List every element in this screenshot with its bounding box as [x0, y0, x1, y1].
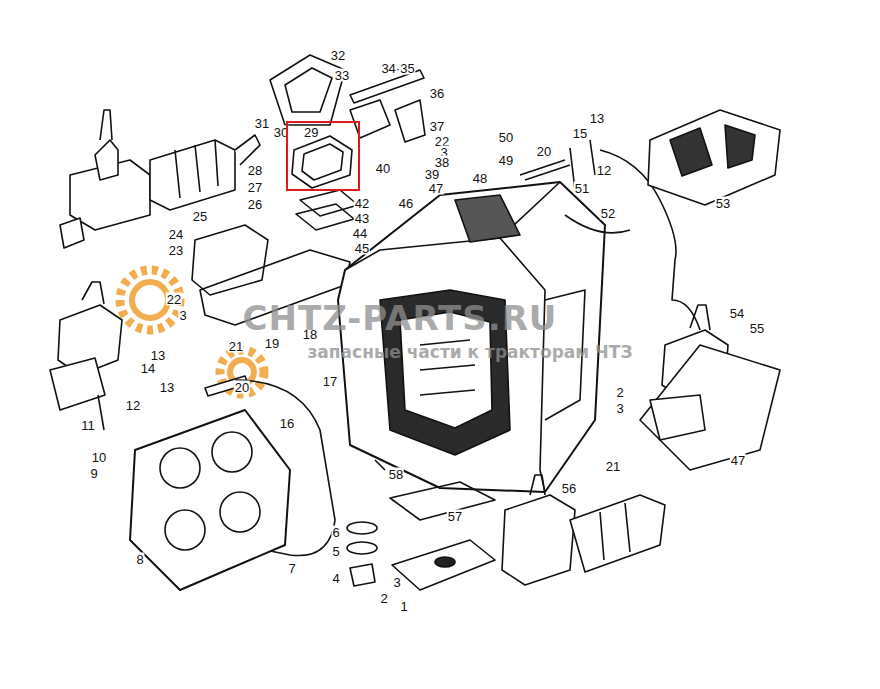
- callout-number: 43: [354, 212, 370, 225]
- callout-number: 34·35: [380, 62, 415, 75]
- callout-number: 19: [264, 337, 280, 350]
- callout-number: 53: [715, 197, 731, 210]
- callout-number: 2: [615, 386, 624, 399]
- callout-number: 7: [287, 562, 296, 575]
- callout-number: 46: [398, 197, 414, 210]
- callout-number: 54: [729, 307, 745, 320]
- callout-number: 8: [135, 553, 144, 566]
- callout-number: 1: [399, 600, 408, 613]
- callout-number: 51: [574, 182, 590, 195]
- callout-number: 25: [192, 210, 208, 223]
- callout-number: 36: [429, 87, 445, 100]
- callout-number: 11: [80, 419, 96, 432]
- callout-number: 33: [334, 69, 350, 82]
- callout-number: 13: [150, 349, 166, 362]
- callout-number: 52: [600, 207, 616, 220]
- callout-number: 13: [159, 381, 175, 394]
- callout-number: 39: [424, 168, 440, 181]
- callout-number: 26: [247, 198, 263, 211]
- callout-number: 57: [447, 510, 463, 523]
- callout-number: 16: [279, 417, 295, 430]
- callout-number: 12: [596, 164, 612, 177]
- watermark: CHTZ-PARTS.RU: [243, 298, 558, 338]
- callout-number: 50: [498, 131, 514, 144]
- callout-number: 56: [561, 482, 577, 495]
- callout-number: 27: [247, 181, 263, 194]
- callout-number: 3: [392, 576, 401, 589]
- callout-number: 20: [234, 381, 250, 394]
- callout-number: 37: [429, 120, 445, 133]
- callout-number: 15: [572, 127, 588, 140]
- callout-number: 32: [330, 49, 346, 62]
- callout-number: 12: [125, 399, 141, 412]
- callout-number: 13: [589, 112, 605, 125]
- watermark: запасные части к тракторам ЧТЗ: [307, 342, 632, 362]
- callout-number: 58: [388, 468, 404, 481]
- callout-number: 29: [303, 126, 319, 139]
- callout-number: 3: [178, 309, 187, 322]
- callout-number: 20: [536, 145, 552, 158]
- callout-number: 21: [228, 340, 244, 353]
- callout-number: 10: [91, 451, 107, 464]
- callout-number: 14: [140, 362, 156, 375]
- callout-number: 42: [354, 197, 370, 210]
- callout-number: 6: [331, 526, 340, 539]
- callout-number: 5: [331, 545, 340, 558]
- callout-number: 3: [615, 402, 624, 415]
- callout-number: 2: [379, 592, 388, 605]
- callout-number: 44: [352, 227, 368, 240]
- callout-number: 23: [168, 244, 184, 257]
- callout-number: 17: [322, 375, 338, 388]
- callout-number: 4: [331, 572, 340, 585]
- callout-number: 21: [605, 460, 621, 473]
- callout-number: 31: [254, 117, 270, 130]
- callout-number: 47: [730, 454, 746, 467]
- highlight-box: 29: [286, 121, 360, 191]
- callout-number: 28: [247, 164, 263, 177]
- callout-number: 47: [428, 182, 444, 195]
- callout-number: 40: [375, 162, 391, 175]
- callout-number: 45: [354, 242, 370, 255]
- callout-number: 48: [472, 172, 488, 185]
- callout-number: 22: [166, 293, 182, 306]
- callout-number: 55: [749, 322, 765, 335]
- callout-number: 24: [168, 228, 184, 241]
- callout-number: 9: [89, 467, 98, 480]
- callout-number: 49: [498, 154, 514, 167]
